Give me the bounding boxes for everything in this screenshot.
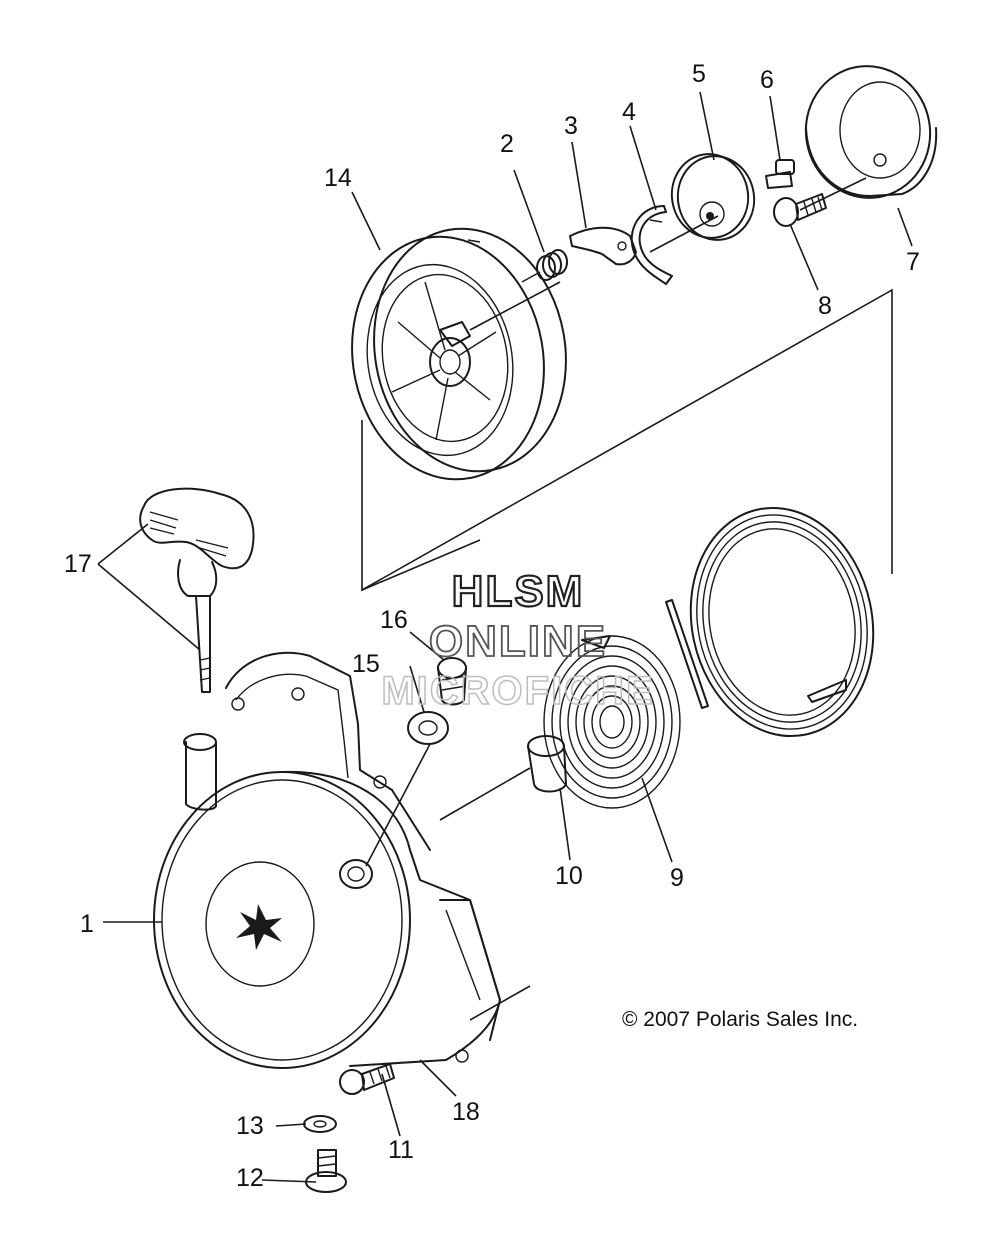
part-2-spring	[521, 249, 568, 283]
callout-4: 4	[622, 98, 636, 126]
callout-15: 15	[352, 650, 380, 678]
part-12-bolt	[305, 1149, 347, 1193]
part-4-clip	[630, 205, 673, 285]
watermark-line-1: HLSM	[452, 567, 585, 616]
part-15-washer	[407, 711, 449, 745]
callout-6: 6	[760, 66, 774, 94]
leader-lines	[97, 91, 913, 1183]
part-6-screw	[765, 159, 795, 189]
part-11-bolt	[339, 1063, 395, 1095]
callout-17: 17	[64, 550, 92, 578]
part-17-handle	[139, 487, 255, 693]
callout-11: 11	[388, 1136, 414, 1164]
callout-5: 5	[692, 60, 706, 88]
part-5-plate	[670, 153, 756, 241]
part-8-bolt	[773, 193, 827, 227]
callout-8: 8	[818, 292, 832, 320]
watermark: HLSM ONLINE MICROFICHE	[381, 566, 654, 714]
callout-12: 12	[236, 1164, 264, 1192]
part-3-pawl	[569, 226, 637, 266]
part-1-housing	[153, 651, 501, 1069]
callout-14: 14	[324, 164, 352, 192]
part-9-recoil-spring	[543, 635, 681, 809]
part-13-washer	[303, 1115, 337, 1133]
copyright-notice: © 2007 Polaris Sales Inc.	[622, 1008, 858, 1031]
callout-2: 2	[500, 130, 514, 158]
callout-3: 3	[564, 112, 578, 140]
callout-13: 13	[236, 1112, 264, 1140]
part-7-cup	[804, 65, 938, 199]
callout-9: 9	[670, 864, 684, 892]
part-16-plug	[437, 657, 467, 706]
part-spring-ring	[665, 506, 875, 738]
part-10-bushing	[527, 735, 567, 793]
callout-1: 1	[80, 910, 94, 938]
callout-numbers: 1 2 3 4 5 6 7 8 9 10 11 12 13 14 15 16 1…	[64, 60, 920, 1192]
watermark-line-3: MICROFICHE	[381, 669, 654, 713]
watermark-line-2: ONLINE	[429, 617, 607, 666]
callout-16: 16	[380, 606, 408, 634]
callout-7: 7	[906, 248, 920, 276]
callout-10: 10	[555, 862, 583, 890]
part-14-pulley	[351, 227, 567, 481]
callout-18: 18	[452, 1098, 480, 1126]
